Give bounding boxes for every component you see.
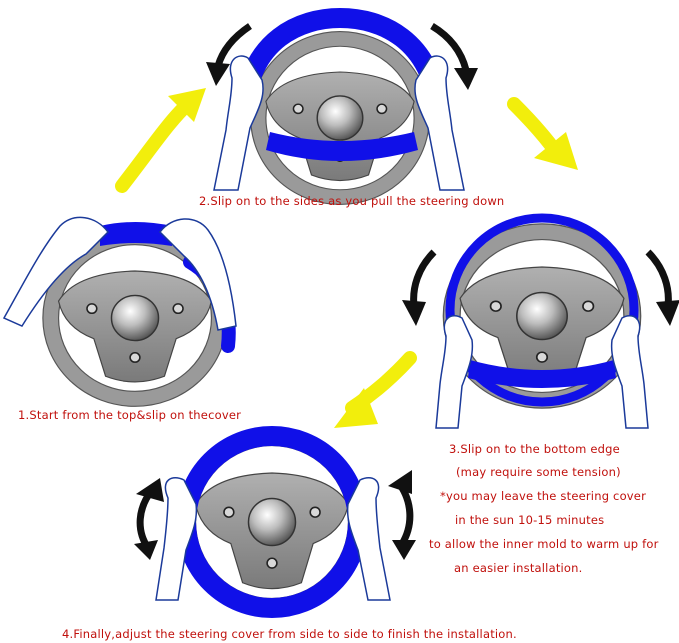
yellow-arrow-icon [334, 351, 417, 428]
step3-caption-line: (may require some tension) [456, 465, 621, 479]
step3-caption-line: *you may leave the steering cover [440, 489, 647, 503]
step1-illustration [2, 216, 237, 406]
step2-illustration [206, 7, 478, 204]
step1-caption: 1.Start from the top&slip on thecover [18, 408, 242, 422]
step4-caption: 4.Finally,adjust the steering cover from… [62, 627, 517, 641]
step3-caption-line: an easier installation. [454, 561, 583, 575]
step4-illustration [134, 430, 416, 614]
step3-caption-line: to allow the inner mold to warm up for [429, 537, 659, 551]
step3-caption-line: 3.Slip on to the bottom edge [449, 442, 620, 456]
yellow-arrow-icon [115, 88, 206, 193]
step3-illustration [402, 213, 679, 429]
step2-caption: 2.Slip on to the sides as you pull the s… [199, 194, 505, 208]
step3-caption-line: in the sun 10-15 minutes [455, 513, 605, 527]
yellow-arrow-icon [507, 97, 578, 170]
